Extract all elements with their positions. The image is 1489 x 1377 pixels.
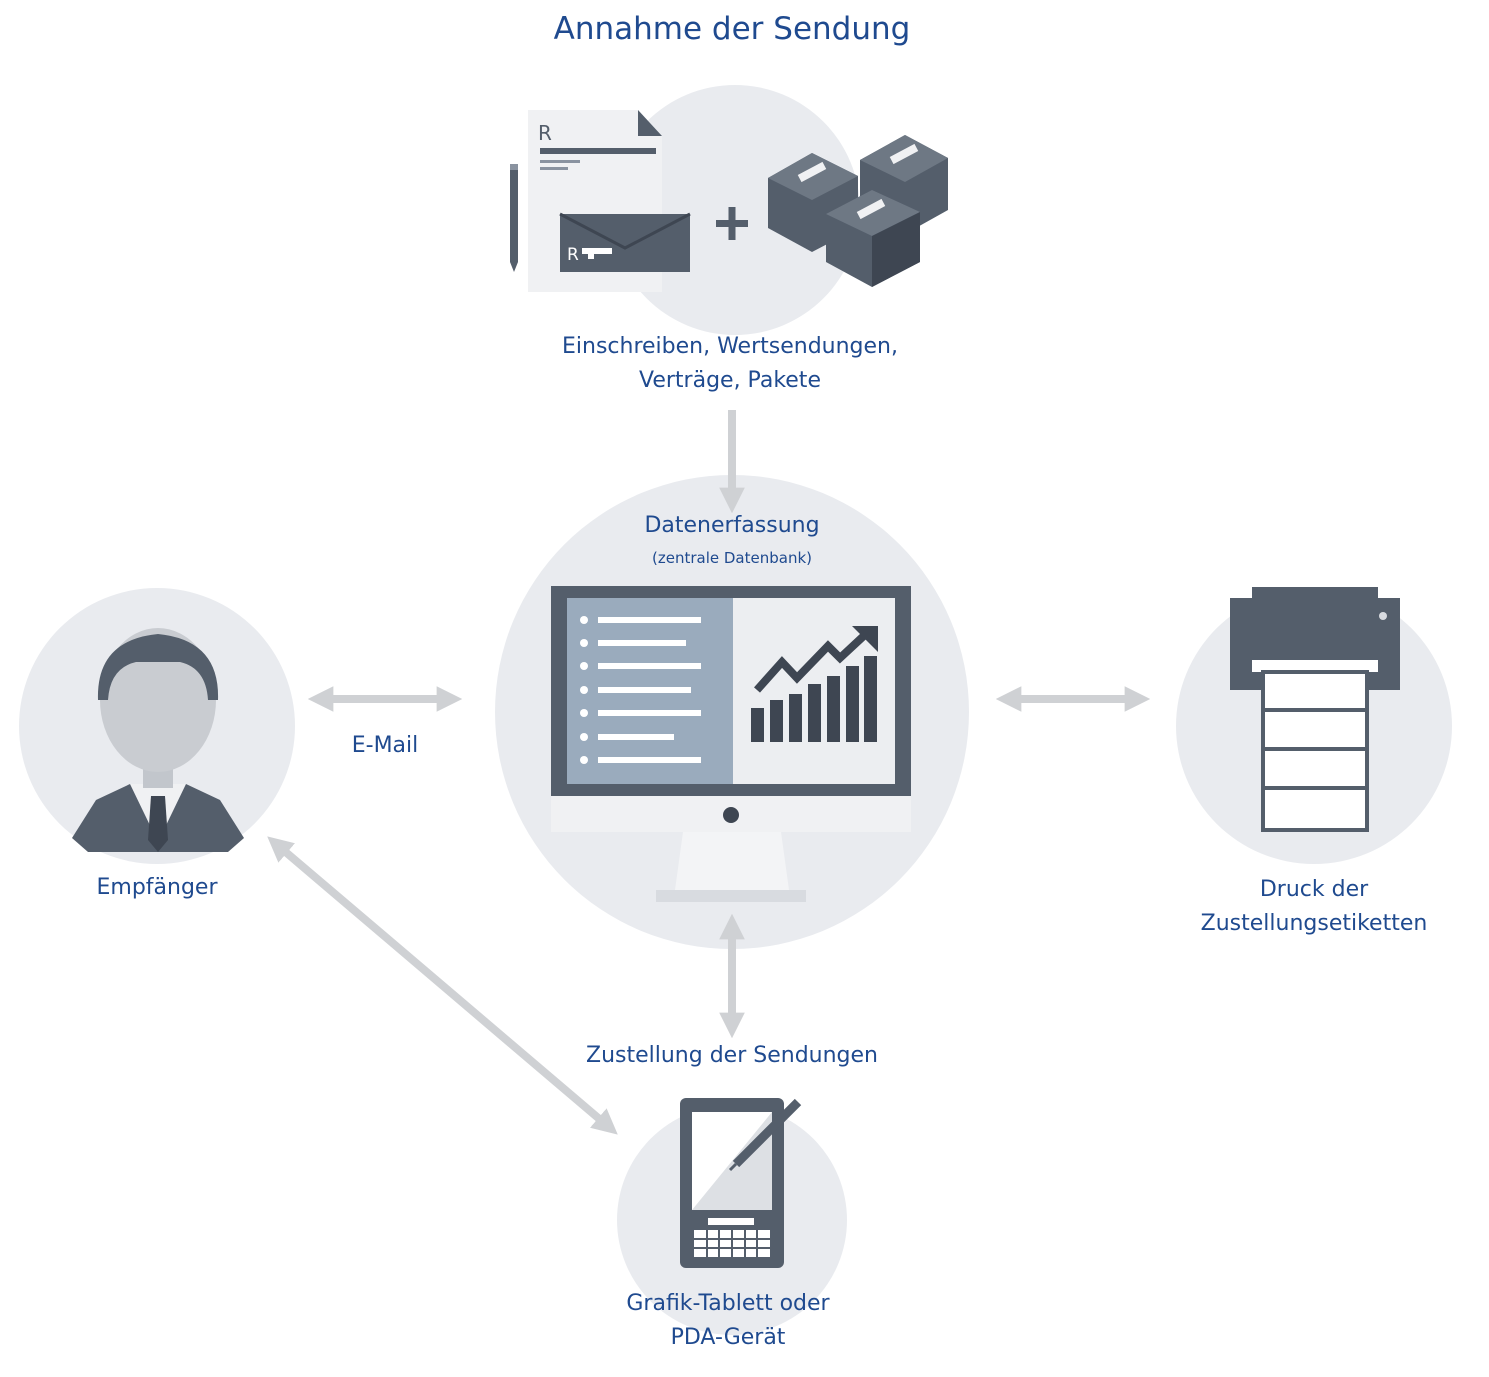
monitor-icon [551,586,911,902]
printer-icon [1230,587,1400,832]
person-icon [72,628,244,852]
database-sublabel: (zentrale Datenbank) [652,549,812,567]
shipments-label-line1: Einschreiben, Wertsendungen, [562,334,898,359]
database-label: Datenerfassung [644,513,820,538]
arrow-recipient-tablet [267,836,618,1135]
plus-icon [716,207,748,240]
printer-label-line2: Zustellungsetiketten [1200,911,1428,936]
tablet-icon [680,1098,802,1268]
svg-text:R: R [567,245,579,265]
shipments-label-line2: Verträge, Pakete [639,368,821,393]
printer-label-line1: Druck der [1259,877,1369,902]
parcels-icon [768,135,948,287]
delivery-label: Zustellung der Sendungen [586,1043,878,1068]
tablet-label-line1: Grafik-Tablett oder [626,1291,830,1316]
envelope-icon: R [559,212,691,272]
tablet-label-line2: PDA-Gerät [670,1325,786,1350]
recipient-label: Empfänger [96,875,218,900]
email-edge-label: E-Mail [351,733,419,758]
diagram-title: Annahme der Sendung [553,11,911,47]
svg-text:R: R [538,121,552,145]
